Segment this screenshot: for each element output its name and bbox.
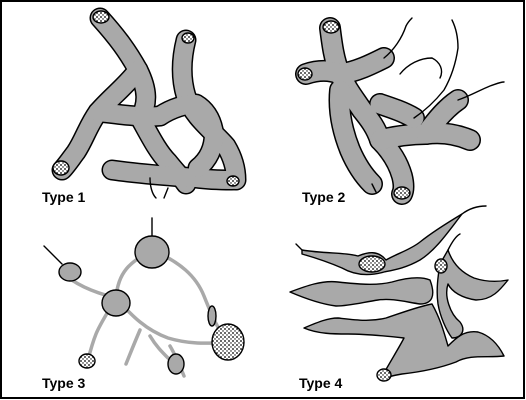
type-2-tip-bottom bbox=[394, 187, 410, 199]
panel-type-2 bbox=[298, 18, 504, 199]
type-2-label: Type 2 bbox=[302, 189, 345, 205]
type-1-label: Type 1 bbox=[42, 189, 85, 205]
type-1-tip-top-right bbox=[182, 33, 194, 43]
type-1-network bbox=[53, 11, 239, 198]
type-4-cell-lower bbox=[304, 304, 504, 380]
type-3-label: Type 3 bbox=[42, 375, 85, 391]
panel-type-1 bbox=[53, 11, 239, 198]
type-4-cell-right bbox=[437, 250, 508, 338]
type-2-tip-top bbox=[323, 21, 339, 33]
type-1-tip-bottom-right bbox=[227, 176, 239, 186]
type-2-network bbox=[298, 18, 504, 199]
type-4-label: Type 4 bbox=[299, 375, 342, 391]
type-3-tip-bottom-left bbox=[79, 354, 95, 368]
panel-type-3 bbox=[44, 218, 244, 376]
type-1-tip-bottom-left bbox=[53, 161, 69, 175]
type-3-node-top bbox=[135, 236, 169, 268]
type-3-swelling-left bbox=[59, 263, 81, 281]
type-3-node-left bbox=[102, 290, 130, 316]
type-4-cell-middle bbox=[290, 278, 433, 306]
type-1-tip-top-left bbox=[93, 11, 109, 23]
panel-type-4 bbox=[290, 206, 508, 381]
type-3-network bbox=[44, 218, 244, 376]
type-4-tip-bottom bbox=[377, 369, 391, 381]
type-4-tip-center bbox=[359, 256, 385, 272]
type-4-network bbox=[290, 206, 508, 381]
type-3-tip-large bbox=[212, 324, 244, 360]
type-3-swelling-bottom bbox=[168, 354, 184, 374]
type-4-tip-right bbox=[435, 259, 447, 273]
type-2-tip-left bbox=[298, 68, 312, 80]
type-3-swelling-right bbox=[208, 306, 216, 326]
